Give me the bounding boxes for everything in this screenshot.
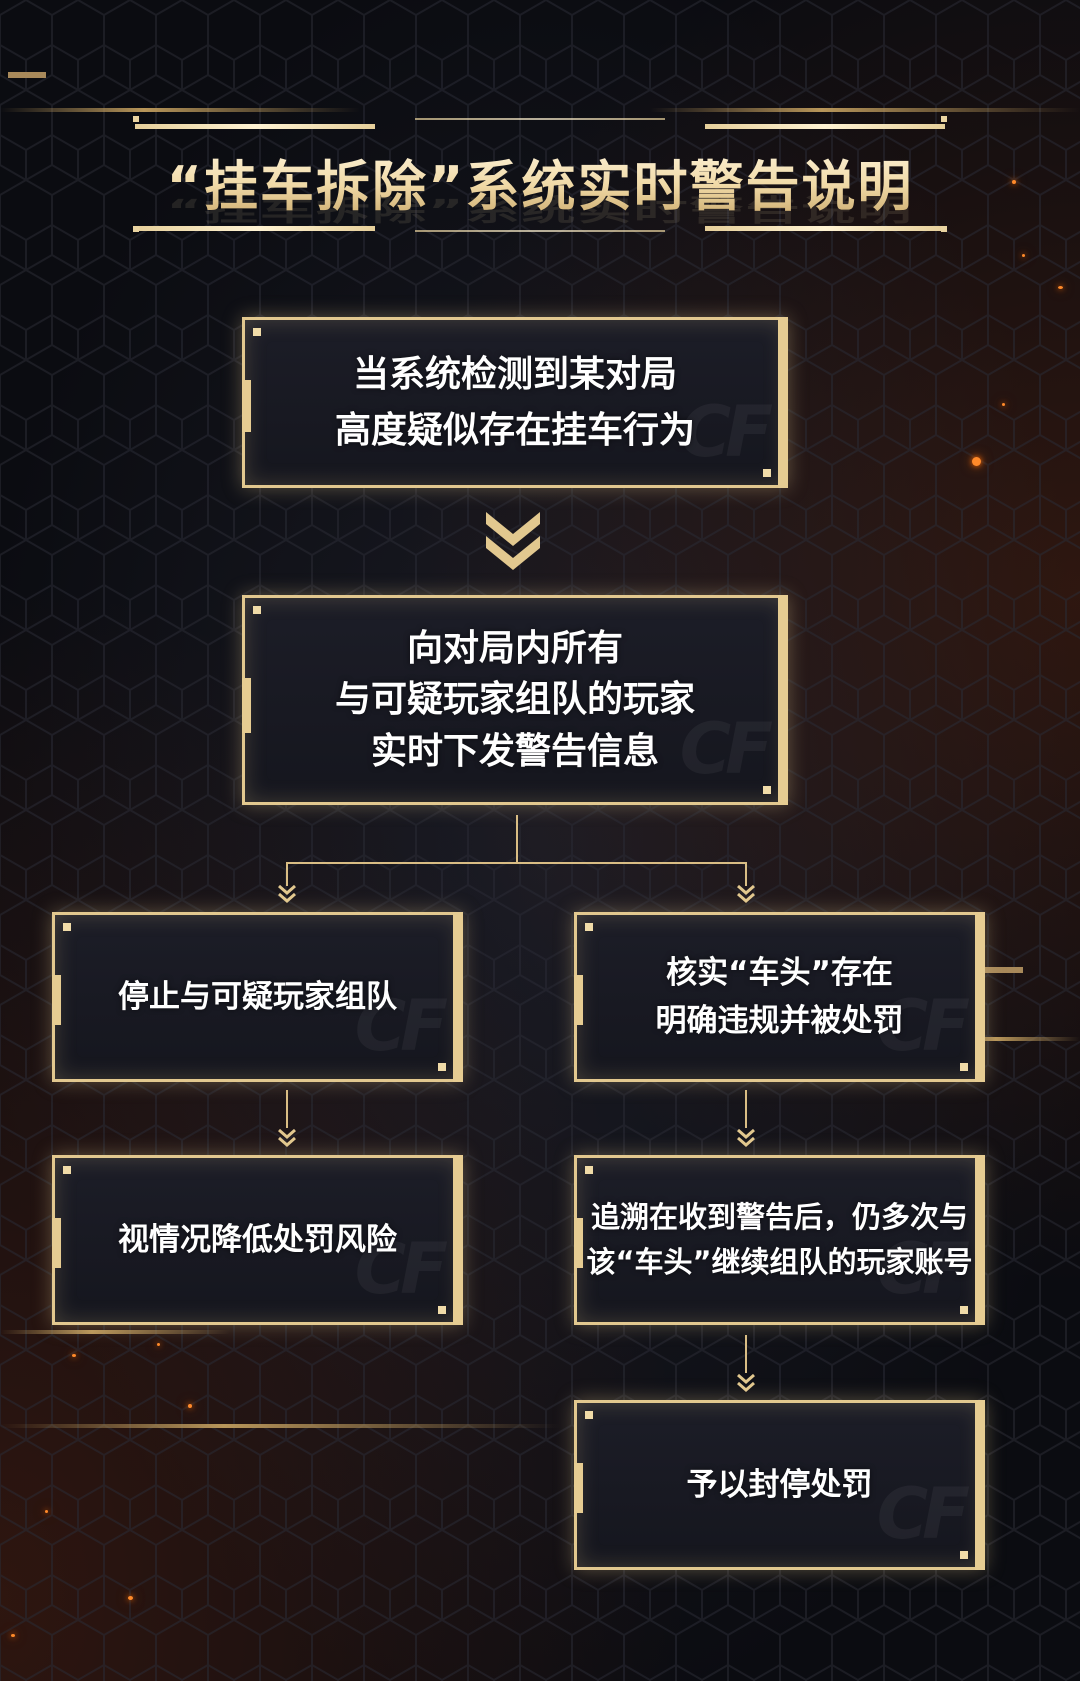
decor-line [0,1424,560,1428]
watermark-logo: CF [354,985,448,1067]
box-text-line: 停止与可疑玩家组队 [118,978,397,1015]
decor-line [0,108,360,112]
watermark-logo: CF [876,1473,970,1555]
chevron-down-icon [278,884,296,903]
ember-spark [1012,180,1016,184]
box-text-line: 高度疑似存在挂车行为 [334,409,695,451]
ember-spark [972,457,981,466]
step-detect-box: CF 当系统检测到某对局 高度疑似存在挂车行为 [242,317,788,488]
title-reflection: “挂车拆除”系统实时警告说明 [135,186,945,229]
step-stop-box: CF 停止与可疑玩家组队 [52,912,463,1082]
page-title: “挂车拆除”系统实时警告说明 [135,142,945,221]
box-text-line: 明确违规并被处罚 [655,1003,904,1039]
box-text-line: 当系统检测到某对局 [352,353,677,395]
ember-spark [128,1596,133,1600]
decor-line [650,108,1080,112]
box-text-line: 予以封停处罚 [686,1466,873,1503]
step-warn-box: CF 向对局内所有 与可疑玩家组队的玩家 实时下发警告信息 [242,595,788,805]
ember-spark [1058,286,1063,289]
ember-spark [157,1343,160,1346]
step-reduce-box: CF 视情况降低处罚风险 [52,1155,463,1325]
watermark-logo: CF [679,708,773,790]
box-text-line: 核实“车头”存在 [666,954,893,991]
ember-spark [11,1634,15,1637]
step-ban-box: CF 予以封停处罚 [574,1400,985,1570]
double-chevron-down-icon [486,512,540,570]
chevron-down-icon [737,884,755,903]
title-banner: “挂车拆除”系统实时警告说明 “挂车拆除”系统实时警告说明 [133,116,947,232]
connector-line [286,862,288,886]
connector-line [745,862,747,886]
step-trace-box: CF 追溯在收到警告后，仍多次与 该“车头”继续组队的玩家账号 [574,1155,985,1325]
chevron-down-icon [737,1373,755,1392]
decor-bar [8,72,46,78]
connector-line [286,862,747,864]
decor-bar [985,967,1023,973]
ember-spark [188,1404,192,1408]
ember-spark [1002,403,1005,406]
step-verify-box: CF 核实“车头”存在 明确违规并被处罚 [574,912,985,1082]
box-text-line: 追溯在收到警告后，仍多次与 [590,1200,968,1235]
box-text-line: 实时下发警告信息 [370,730,659,772]
ember-spark [72,1354,76,1357]
ember-spark [1022,254,1025,257]
connector-line [745,1335,747,1373]
box-text-line: 与可疑玩家组队的玩家 [334,679,695,721]
watermark-logo: CF [876,985,970,1067]
connector-line [745,1090,747,1128]
connector-line [286,1090,288,1128]
watermark-logo: CF [354,1228,448,1310]
decor-line [940,1037,1080,1041]
box-text-line: 视情况降低处罚风险 [118,1221,397,1258]
decor-line [0,1330,230,1334]
box-text-line: 该“车头”继续组队的玩家账号 [586,1245,973,1279]
watermark-logo: CF [679,391,773,473]
chevron-down-icon [737,1128,755,1147]
connector-line [516,815,518,863]
box-text-line: 向对局内所有 [406,628,623,670]
chevron-down-icon [278,1128,296,1147]
watermark-logo: CF [876,1228,970,1310]
ember-spark [45,1510,48,1513]
